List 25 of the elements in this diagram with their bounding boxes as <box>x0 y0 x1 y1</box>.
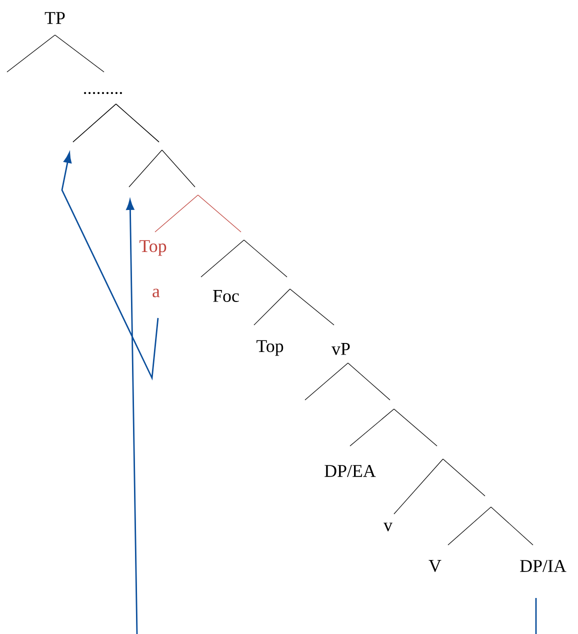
node-label: Top <box>256 340 284 356</box>
tree-branch <box>6 34 56 72</box>
node-label: a <box>152 288 160 298</box>
node-label: Foc <box>213 290 239 302</box>
tree-branch <box>54 34 104 72</box>
node-label: DP/IA <box>520 560 566 572</box>
node-label: v <box>384 522 392 532</box>
tree-branch <box>394 458 444 514</box>
movement-arrow <box>126 199 537 634</box>
tree-branch <box>290 288 334 326</box>
tree-branch <box>350 408 394 446</box>
node-label: Top <box>140 240 166 256</box>
node-label: TP <box>44 12 65 24</box>
tree-branch <box>348 362 390 400</box>
tree-branch <box>154 194 198 232</box>
tree-branch <box>490 506 534 546</box>
node-label: V <box>428 560 442 572</box>
tree-branch <box>200 240 244 278</box>
tree-branch <box>254 288 290 326</box>
tree-branch <box>448 506 492 546</box>
node-label: ......... <box>84 92 122 94</box>
node-label: DP/EA <box>324 465 376 477</box>
node-label: vP <box>332 343 350 355</box>
movement-arrow <box>61 152 159 381</box>
tree-branch <box>304 362 348 400</box>
